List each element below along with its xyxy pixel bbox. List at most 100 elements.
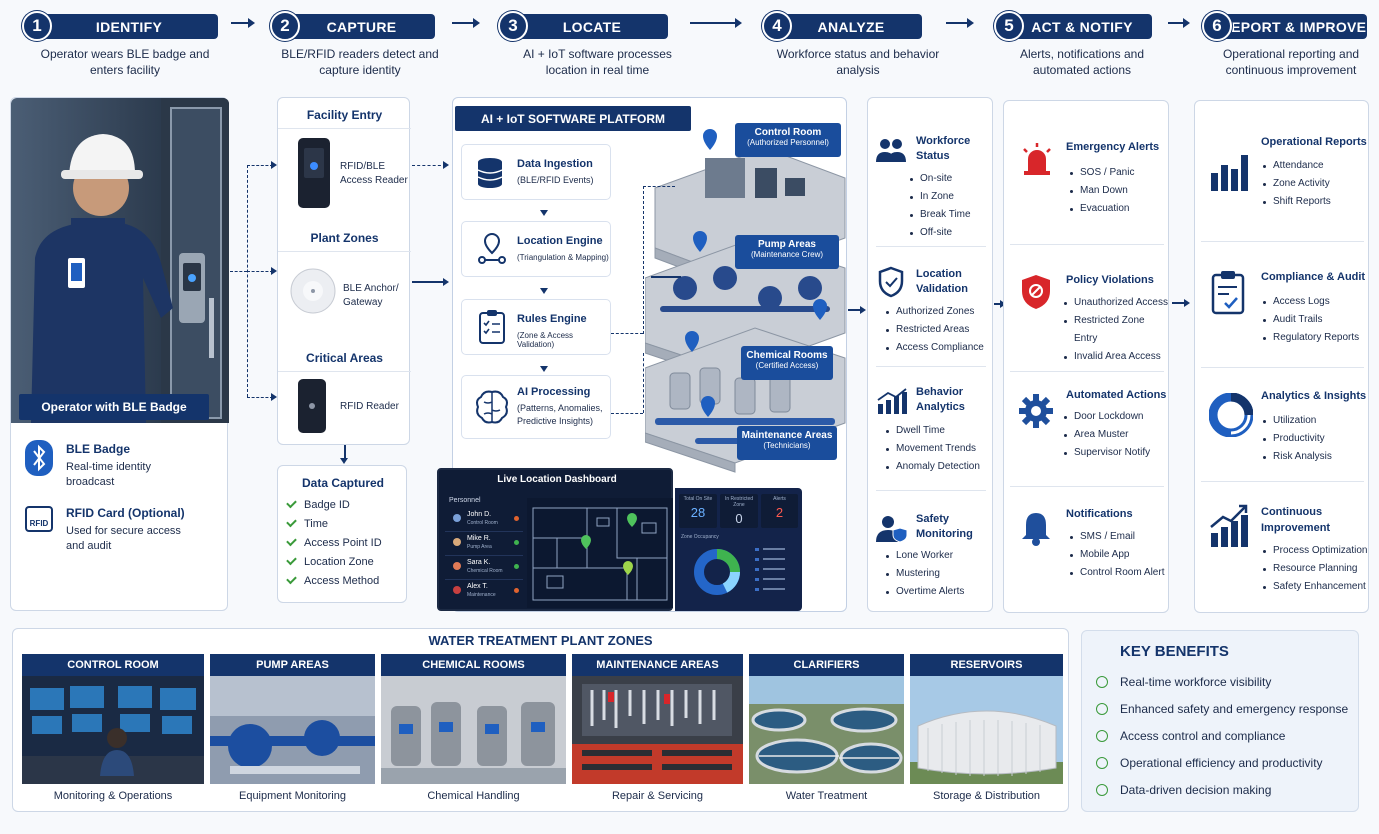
area-sub: (Maintenance Crew) (750, 250, 824, 259)
divider (876, 490, 986, 491)
step-number: 2 (270, 11, 300, 41)
data-captured-title: Data Captured (301, 476, 384, 490)
stat-card: Total On Site 28 (679, 494, 717, 528)
operator-panel: Operator with BLE Badge BLE Badge Real-t… (10, 97, 229, 611)
step-locate: 3 LOCATE (498, 11, 668, 41)
connector (643, 353, 644, 413)
list-item: Restricted Areas (886, 321, 984, 339)
compliance-clipboard-icon (1211, 271, 1245, 315)
report-list: Utilization Productivity Risk Analysis (1263, 412, 1332, 466)
divider (876, 366, 986, 367)
divider (1201, 241, 1364, 242)
person-name: Alex T. (467, 583, 488, 590)
list-item: Dwell Time (886, 422, 980, 440)
reader-label: RFID/BLE Access Reader (340, 161, 408, 186)
zone-caption: Storage & Distribution (933, 790, 1040, 802)
module-title: Data Ingestion (517, 158, 593, 170)
rfid-reader-icon (298, 379, 326, 433)
list-item: Safety Enhancement (1263, 578, 1367, 596)
safety-worker-icon (876, 516, 908, 542)
pump-area-photo (210, 676, 375, 784)
personnel-list: John D.Control Room Mike R.Pump Area Sar… (445, 508, 523, 604)
list-item: On-site (910, 170, 971, 188)
list-item: Badge ID (286, 496, 382, 515)
area-label-pump-areas: Pump Areas (Maintenance Crew) (735, 235, 839, 269)
step-label: ACT & NOTIFY (1012, 14, 1152, 39)
connector (643, 186, 675, 187)
status-dot (514, 540, 519, 545)
zone-caption: Monitoring & Operations (53, 790, 173, 802)
list-item: Movement Trends (886, 440, 980, 458)
benefit-item: Operational efficiency and productivity (1094, 750, 1348, 777)
analyze-list: Lone Worker Mustering Overtime Alerts (886, 547, 964, 601)
step-desc-wrap: Alerts, notifications and automated acti… (1002, 12, 1144, 77)
stat-card: Alerts 2 (761, 494, 798, 528)
brain-icon (476, 390, 508, 424)
report-title: Analytics & Insights (1261, 390, 1367, 402)
connector (230, 271, 247, 272)
benefit-text: Enhanced safety and emergency response (1120, 702, 1349, 716)
rfid-card-icon: RFID (25, 506, 53, 532)
connector (1172, 302, 1186, 304)
avatar (453, 586, 461, 594)
maintenance-area-photo (572, 676, 743, 784)
connector-arrow (540, 366, 548, 372)
divider (1010, 486, 1164, 487)
list-item: Authorized Zones (886, 303, 984, 321)
list-item: Anomaly Detection (886, 458, 980, 476)
area-label-chemical-rooms: Chemical Rooms (Certified Access) (741, 346, 833, 380)
platform-title: AI + IoT SOFTWARE PLATFORM (455, 106, 691, 131)
status-dot (514, 564, 519, 569)
operator-illustration (11, 98, 229, 423)
step-description: AI + IoT software processes location in … (523, 47, 672, 77)
list-item: Regulatory Reports (1263, 329, 1359, 347)
check-circle-icon (1096, 676, 1108, 688)
avatar (453, 514, 461, 522)
step-label: ANALYZE (780, 14, 922, 39)
divider (278, 371, 411, 372)
step-desc-wrap: Operator wears BLE badge and enters faci… (40, 12, 210, 77)
module-title: Location Engine (517, 235, 603, 247)
zone-caption: Equipment Monitoring (238, 790, 346, 802)
divider (278, 251, 411, 252)
connector-arrow (443, 161, 449, 169)
list-item: Alex T. Maintenance (445, 580, 523, 604)
module-ai-processing: AI Processing (Patterns, Anomalies, Pred… (461, 375, 611, 439)
person-name: John D. (467, 511, 492, 518)
clarifiers-photo (749, 676, 904, 784)
flow-arrow (452, 18, 480, 28)
list-item: Location Zone (286, 553, 382, 572)
connector-arrow (540, 210, 548, 216)
floor-plan-map (527, 498, 673, 608)
divider (1201, 367, 1364, 368)
shield-check-icon (878, 266, 904, 298)
module-rules-engine: Rules Engine (Zone & Access Validation) (461, 299, 611, 355)
status-dot (514, 516, 519, 521)
stat-label: In Restricted Zone (724, 496, 754, 508)
list-item: Shift Reports (1263, 193, 1331, 211)
person-name: Sara K. (467, 559, 491, 566)
check-circle-icon (1096, 757, 1108, 769)
area-sub: (Technicians) (763, 441, 811, 450)
control-room-photo (22, 676, 204, 784)
area-title: Control Room (754, 127, 822, 138)
connector-arrow (271, 267, 277, 275)
person-role: Pump Area (467, 544, 492, 550)
area-title: Pump Areas (758, 239, 816, 250)
connector (247, 271, 273, 272)
report-title: Operational Reports (1261, 136, 1367, 148)
analyze-list: Authorized Zones Restricted Areas Access… (886, 303, 984, 357)
list-item: Supervisor Notify (1064, 444, 1150, 462)
person-role: Maintenance (467, 592, 496, 598)
stat-value: 0 (735, 511, 743, 526)
stat-label: Alerts (773, 496, 786, 502)
readers-panel: Facility Entry RFID/BLE Access Reader Pl… (277, 97, 411, 445)
live-dashboard: Live Location Dashboard Personnel John D… (437, 468, 673, 611)
check-circle-icon (1096, 730, 1108, 742)
policy-shield-icon (1022, 275, 1050, 309)
benefit-item: Data-driven decision making (1094, 777, 1348, 804)
module-location-engine: Location Engine (Triangulation & Mapping… (461, 221, 611, 277)
list-item: Mobile App (1070, 546, 1164, 564)
benefit-text: Data-driven decision making (1120, 783, 1272, 797)
person-role: Chemical Room (467, 568, 503, 574)
